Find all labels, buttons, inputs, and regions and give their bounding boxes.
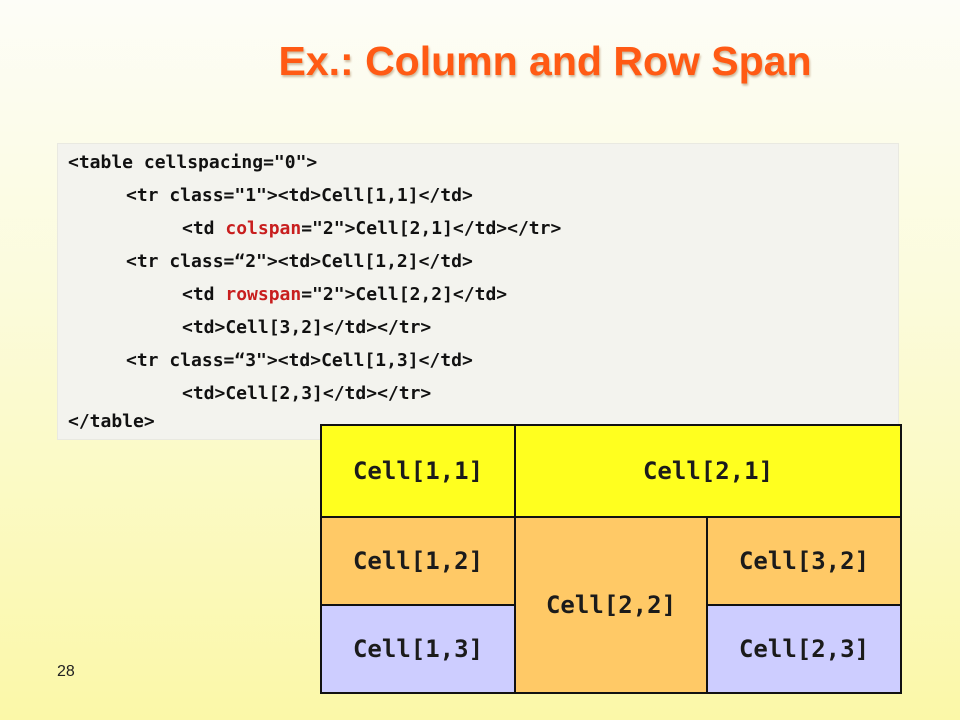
table-row: Cell[1,3] Cell[2,3] — [320, 604, 902, 694]
code-text: <td>Cell[1,3]</td> — [277, 350, 473, 371]
code-line-table-open: <table cellspacing="0"> — [68, 148, 317, 178]
code-text: <td>Cell[1,2]</td> — [277, 251, 473, 272]
table-cell-1-2: Cell[1,2] — [320, 516, 516, 606]
code-text: <td>Cell[2,3]</td></tr> — [182, 383, 432, 404]
table-cell-1-1: Cell[1,1] — [320, 424, 516, 518]
table-cell-3-2: Cell[3,2] — [706, 516, 902, 606]
table-cell-2-3: Cell[2,3] — [706, 604, 902, 694]
result-table: Cell[1,1] Cell[2,1] Cell[1,2] Cell[2,2] … — [320, 424, 902, 694]
code-line-row3-open: <tr class=“3"><td>Cell[1,3]</td> — [126, 346, 473, 376]
table-row: Cell[1,1] Cell[2,1] — [320, 424, 902, 518]
slide-title: Ex.: Column and Row Span — [278, 38, 812, 84]
code-text: ="2">Cell[2,1]</td></tr> — [301, 218, 562, 239]
code-line-rowspan: <td rowspan="2">Cell[2,2]</td> — [182, 280, 507, 310]
table-row: Cell[1,2] Cell[2,2] Cell[3,2] — [320, 516, 902, 694]
page-number: 28 — [57, 663, 75, 680]
code-line-row1-open: <tr class="1"><td>Cell[1,1]</td> — [126, 181, 473, 211]
code-text: <table cellspacing="0"> — [68, 152, 318, 173]
code-line-colspan: <td colspan="2">Cell[2,1]</td></tr> — [182, 214, 561, 244]
code-text: <tr class="1"> — [126, 185, 278, 206]
colspan-attribute: colspan — [225, 218, 302, 239]
rowspan-attribute: rowspan — [225, 284, 302, 305]
code-line-row2-open: <tr class=“2"><td>Cell[1,2]</td> — [126, 247, 473, 277]
code-block: <table cellspacing="0"> <tr class="1"><t… — [57, 143, 899, 440]
code-text: <td — [182, 284, 226, 305]
table-cell-1-3: Cell[1,3] — [320, 604, 516, 694]
code-text: <tr class=“3"> — [126, 350, 278, 371]
table-cell-2-1: Cell[2,1] — [514, 424, 902, 518]
code-text: <td>Cell[1,1]</td> — [277, 185, 473, 206]
code-line-cell32: <td>Cell[3,2]</td></tr> — [182, 313, 431, 343]
code-text: <td>Cell[3,2]</td></tr> — [182, 317, 432, 338]
table-cell-2-2: Cell[2,2] — [514, 516, 708, 694]
code-line-cell23: <td>Cell[2,3]</td></tr> — [182, 379, 431, 409]
code-text: <tr class=“2"> — [126, 251, 278, 272]
code-text: <td — [182, 218, 226, 239]
code-text: ="2">Cell[2,2]</td> — [301, 284, 508, 305]
code-line-table-close: </table> — [68, 407, 155, 437]
code-text: </table> — [68, 411, 155, 432]
